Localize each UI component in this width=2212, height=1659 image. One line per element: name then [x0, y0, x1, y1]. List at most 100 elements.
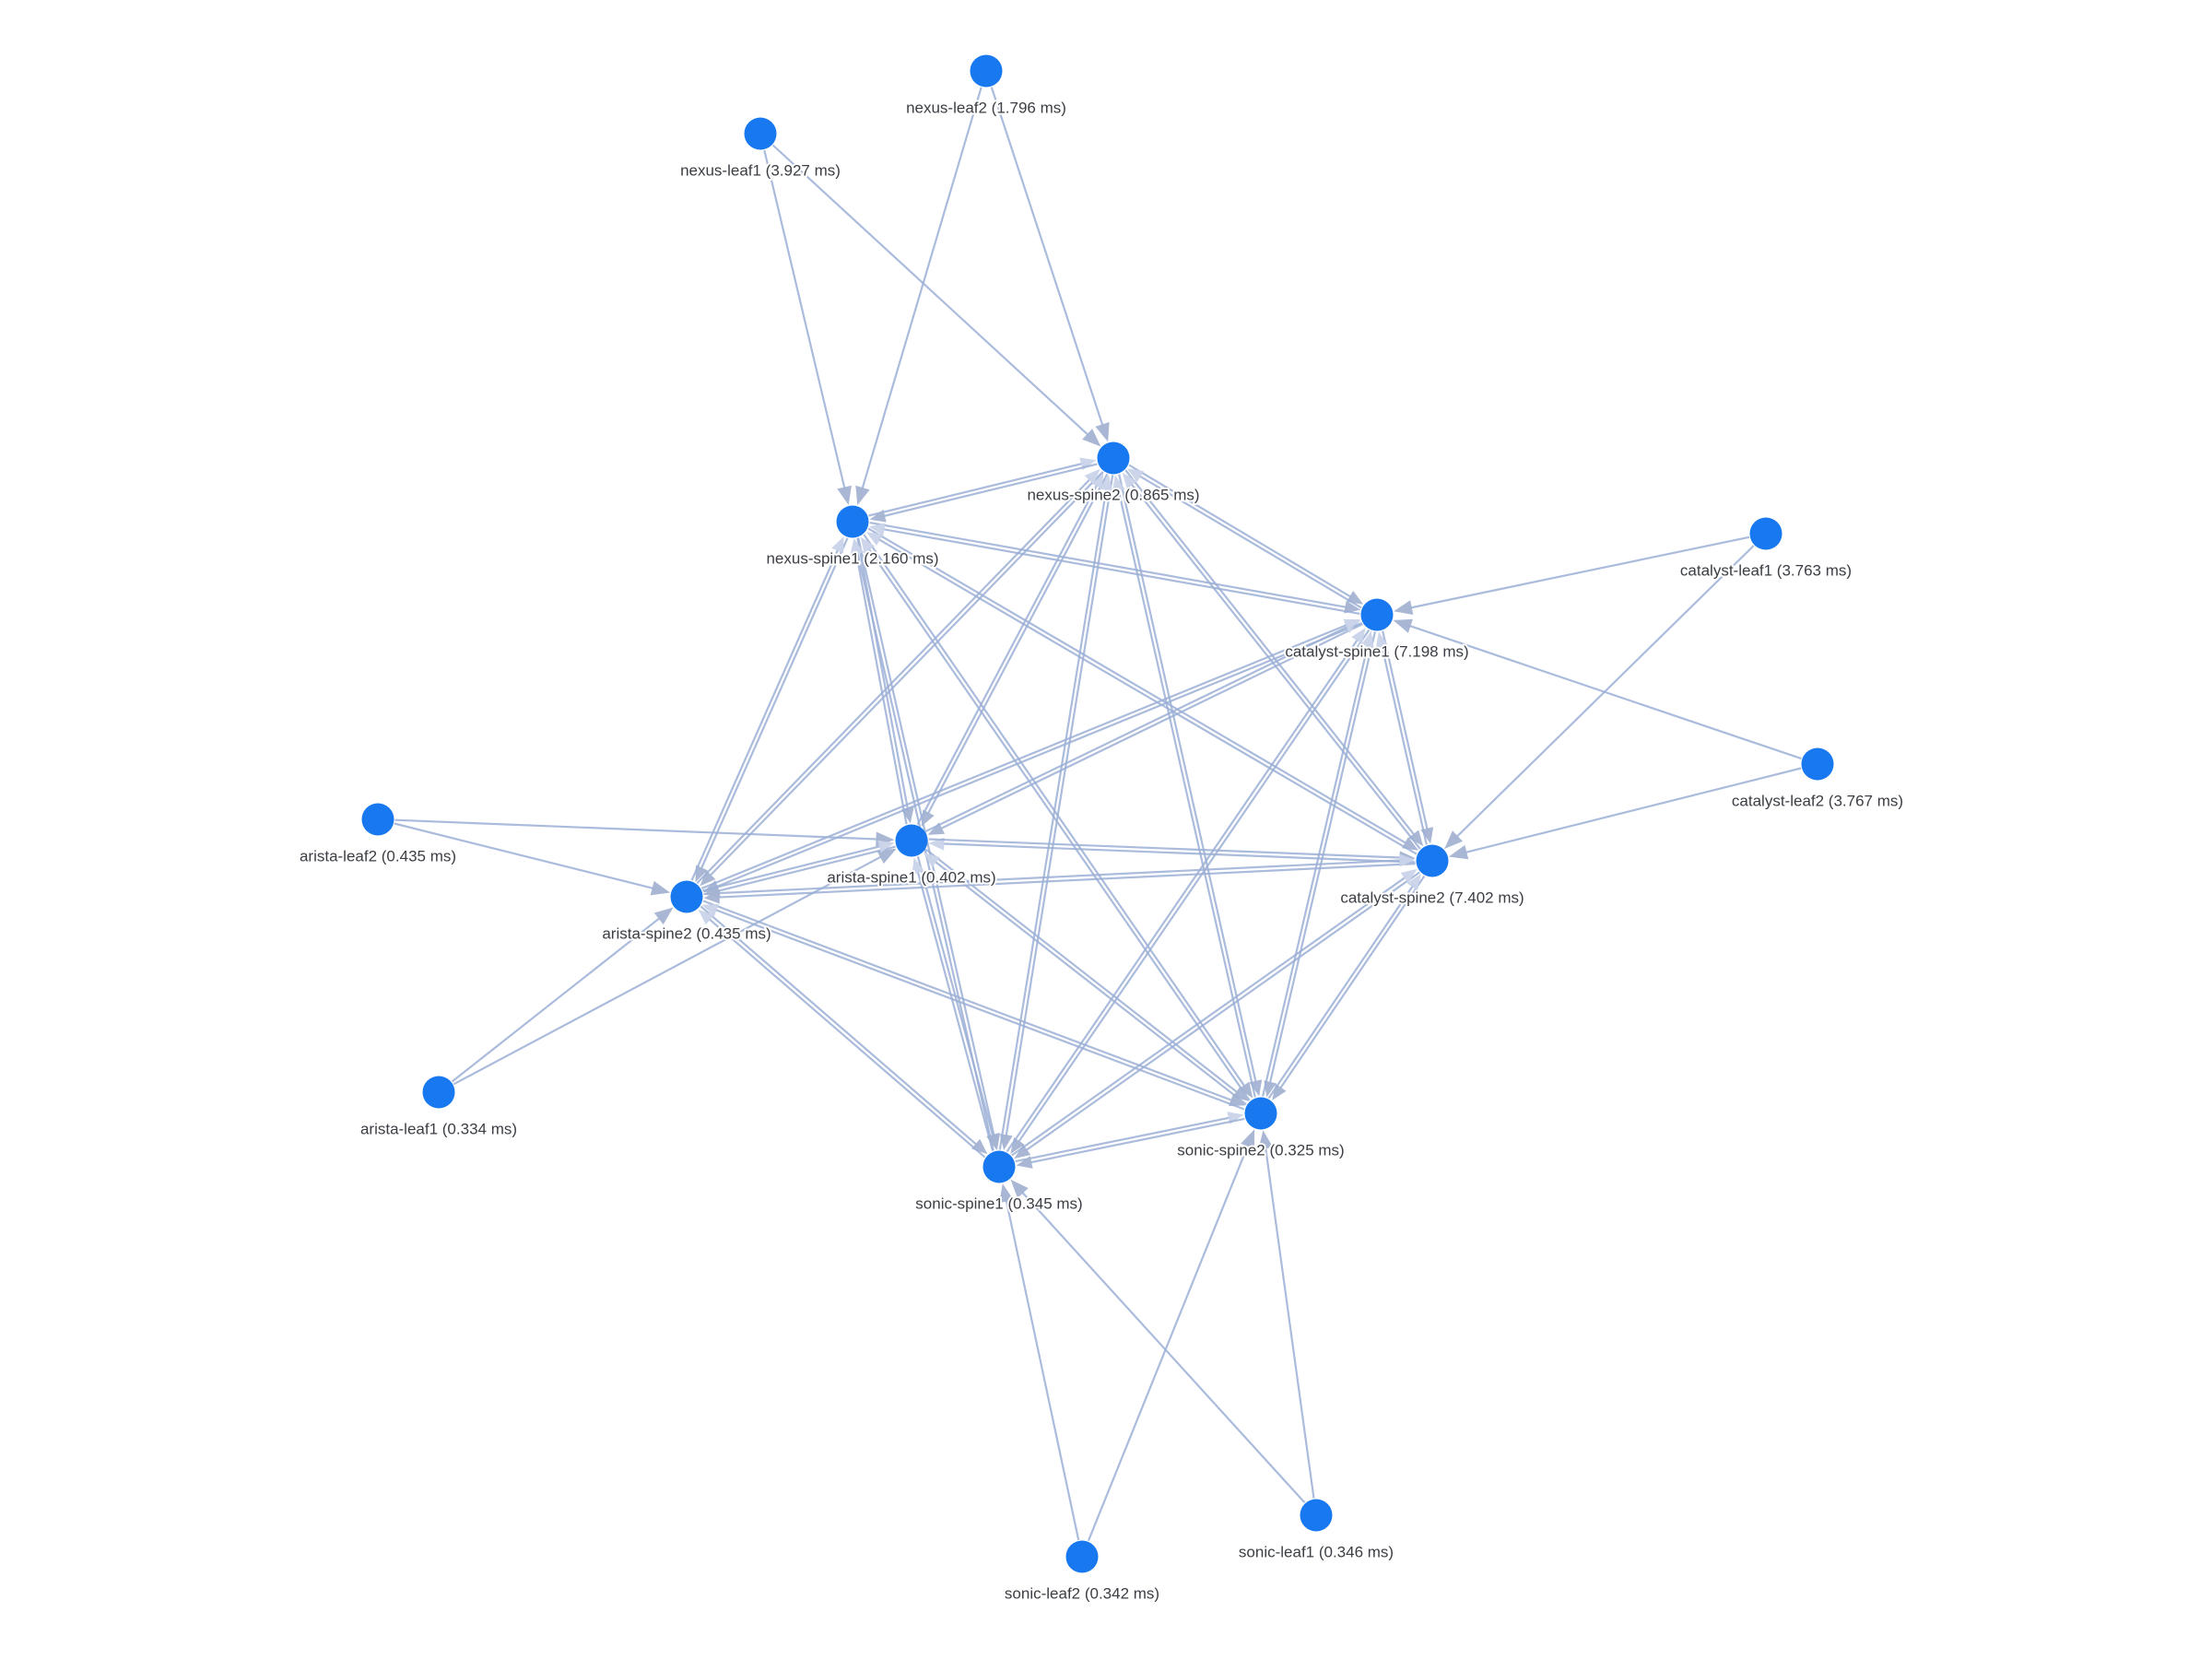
edge-arrowhead: [851, 538, 865, 556]
edge-line: [881, 527, 1360, 615]
edge-line: [1006, 637, 1360, 1153]
node-sonic-leaf2[interactable]: [1065, 1540, 1099, 1573]
edge-line: [394, 822, 656, 890]
edge-line: [715, 845, 896, 893]
edge-line: [860, 87, 982, 492]
edge-line: [938, 623, 1363, 830]
edge-line: [1118, 474, 1258, 1085]
edge-arrowhead: [1126, 468, 1144, 482]
edge-arrowhead: [1444, 830, 1464, 849]
edge-line: [1005, 475, 1114, 1138]
node-arista-spine1[interactable]: [895, 824, 928, 857]
edge-arrowhead: [999, 1183, 1014, 1204]
edge-arrowhead: [1084, 468, 1100, 485]
edge-arrowhead: [855, 485, 870, 506]
nodes-layer: [361, 54, 1834, 1573]
edge-arrowhead: [1014, 1144, 1031, 1159]
node-catalyst-leaf1[interactable]: [1749, 517, 1783, 550]
edge-arrowhead: [877, 848, 897, 865]
edge-line: [881, 463, 1098, 518]
edge-line: [925, 473, 1109, 817]
edge-arrowhead: [868, 523, 886, 536]
edge-arrowhead: [1343, 618, 1360, 631]
edge-line: [708, 471, 1104, 878]
edge-line: [1380, 643, 1428, 845]
edge-arrowhead: [698, 909, 714, 925]
edge-line: [1463, 767, 1802, 854]
edge-arrowhead: [865, 532, 884, 546]
edge-arrowhead: [921, 809, 935, 827]
edge-arrowhead: [999, 1134, 1013, 1151]
edge-line: [916, 482, 1100, 826]
edge-arrowhead: [1122, 472, 1137, 489]
edge-arrowhead: [1361, 630, 1374, 648]
node-label-sonic-leaf1: sonic-leaf1 (0.346 ms): [1239, 1544, 1394, 1561]
edge-line: [1124, 469, 1417, 838]
edge-line: [1087, 1142, 1251, 1542]
edge-line: [699, 537, 849, 871]
edge-arrowhead: [1258, 1130, 1274, 1150]
edge-arrowhead: [869, 509, 887, 523]
node-nexus-spine1[interactable]: [836, 505, 869, 538]
edge-arrowhead: [927, 822, 945, 835]
edge-line: [1023, 871, 1420, 1153]
edge-line: [702, 844, 883, 892]
node-nexus-leaf1[interactable]: [744, 117, 777, 150]
edge-arrowhead: [1408, 830, 1424, 847]
node-label-nexus-spine2: nexus-spine2 (0.865 ms): [1027, 487, 1199, 504]
node-nexus-leaf2[interactable]: [970, 54, 1003, 88]
edge-line: [1267, 883, 1416, 1100]
edge-line: [869, 522, 1348, 609]
edge-line: [877, 537, 1418, 855]
edge-arrowhead: [653, 907, 674, 925]
node-sonic-leaf1[interactable]: [1300, 1499, 1333, 1532]
node-catalyst-spine1[interactable]: [1360, 598, 1394, 631]
edge-arrowhead: [1375, 631, 1389, 649]
edge-line: [707, 916, 986, 1159]
edge-line: [712, 908, 1245, 1111]
edge-line: [714, 621, 1363, 888]
node-sonic-spine1[interactable]: [982, 1150, 1016, 1183]
edge-line: [1264, 1145, 1315, 1499]
edge-line: [1005, 1197, 1080, 1541]
edge-line: [1015, 1116, 1232, 1163]
node-catalyst-leaf2[interactable]: [1801, 747, 1834, 781]
edge-line: [700, 905, 979, 1147]
node-arista-leaf1[interactable]: [422, 1076, 455, 1109]
node-label-catalyst-leaf1: catalyst-leaf1 (3.763 ms): [1680, 562, 1852, 580]
edge-line: [933, 859, 1247, 1106]
node-label-arista-leaf1: arista-leaf1 (0.334 ms): [360, 1121, 517, 1138]
node-nexus-spine2[interactable]: [1097, 441, 1130, 475]
node-arista-leaf2[interactable]: [361, 803, 394, 836]
edge-line: [925, 848, 1240, 1095]
edges-layer: [394, 87, 1802, 1542]
node-label-nexus-leaf2: nexus-leaf2 (1.796 ms): [906, 100, 1066, 117]
edge-arrowhead: [1406, 874, 1421, 891]
edge-line: [1016, 629, 1371, 1145]
node-arista-spine2[interactable]: [670, 880, 703, 913]
edge-line: [690, 547, 841, 881]
node-label-nexus-leaf1: nexus-leaf1 (3.927 ms): [680, 162, 841, 180]
node-label-catalyst-spine1: catalyst-spine1 (7.198 ms): [1285, 643, 1468, 661]
edge-arrowhead: [1016, 1156, 1033, 1169]
edge-arrowhead: [831, 536, 844, 554]
edge-arrowhead: [700, 870, 716, 887]
edge-arrowhead: [924, 853, 940, 868]
edge-line: [453, 854, 885, 1086]
edge-arrowhead: [1393, 618, 1413, 633]
edge-arrowhead: [650, 880, 671, 896]
edge-line: [998, 487, 1108, 1150]
node-label-catalyst-spine2: catalyst-spine2 (7.402 ms): [1340, 889, 1524, 907]
node-catalyst-spine2[interactable]: [1416, 844, 1449, 877]
node-label-sonic-spine1: sonic-spine1 (0.345 ms): [915, 1195, 1082, 1213]
edge-arrowhead: [1229, 1093, 1246, 1106]
edge-line: [1262, 642, 1370, 1097]
edge-arrowhead: [860, 536, 876, 554]
edge-line: [716, 863, 1416, 899]
edge-line: [1277, 875, 1426, 1091]
edge-line: [700, 623, 1349, 890]
node-sonic-spine2[interactable]: [1244, 1097, 1277, 1130]
edge-line: [916, 869, 994, 1151]
